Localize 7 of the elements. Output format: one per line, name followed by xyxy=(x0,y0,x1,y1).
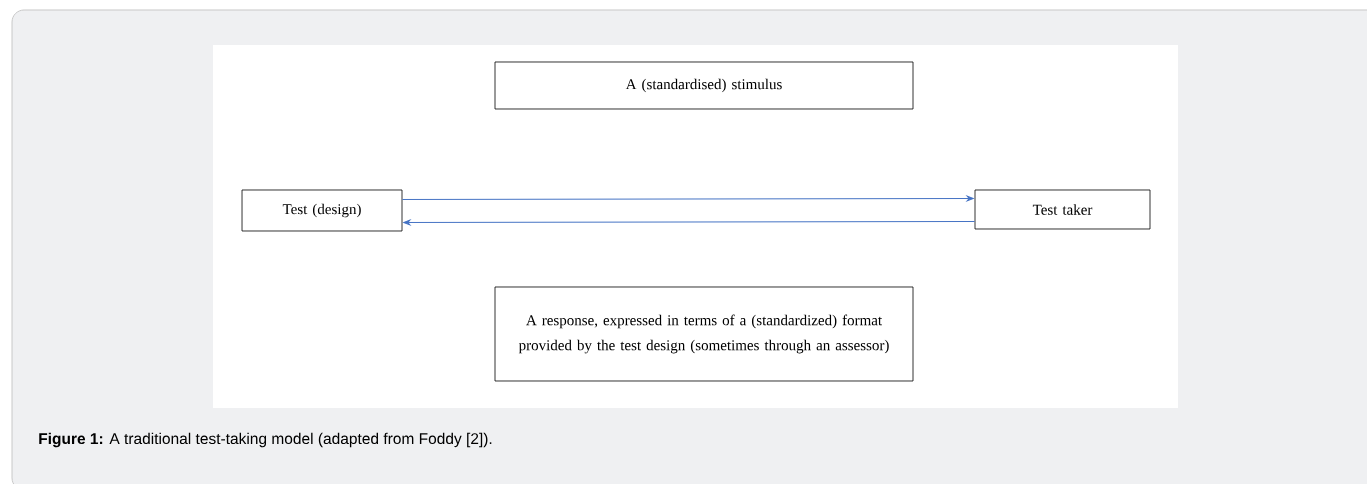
text-box: Test taker xyxy=(974,189,1151,230)
text-box: A (standardised) stimulus xyxy=(494,61,914,110)
arrow xyxy=(401,195,974,202)
figure-caption: Figure 1: A traditional test-taking model (adapted from Foddy [2]). xyxy=(39,432,492,448)
text-box: A response, expressed in terms of a (standardized) format provided by the test design (sometimes through an assessor) xyxy=(494,286,914,382)
arrow xyxy=(403,219,976,226)
text-box: Test (design) xyxy=(241,189,403,232)
